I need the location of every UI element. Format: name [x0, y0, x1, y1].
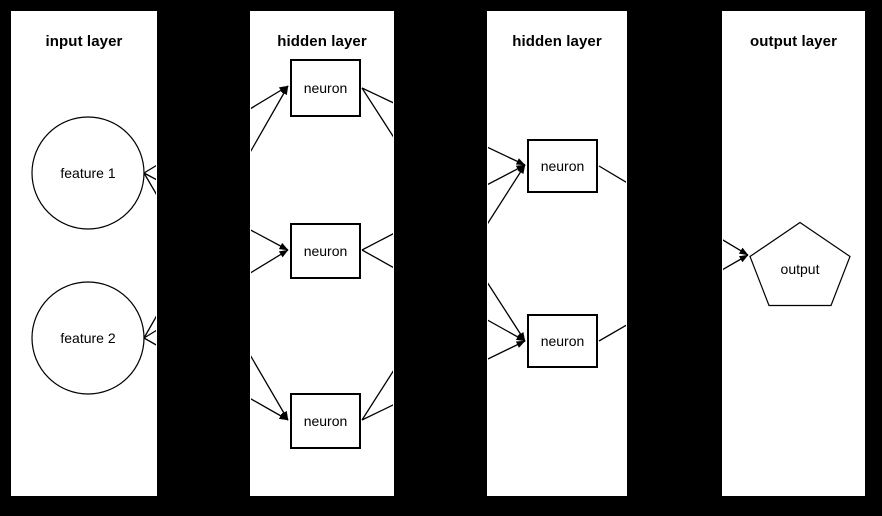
layer-title-output: output layer	[749, 33, 838, 50]
layer-title-hidden-1: hidden layer	[277, 33, 367, 50]
node-label-hidden1-neuron-1: neuron	[303, 80, 348, 96]
layer-panel-hidden-2	[487, 11, 627, 496]
node-label-hidden1-neuron-3: neuron	[303, 413, 348, 429]
node-label-output-node: output	[780, 261, 820, 277]
node-label-hidden2-neuron-1: neuron	[540, 158, 585, 174]
node-label-feature-2: feature 2	[60, 330, 116, 346]
layer-title-input: input layer	[45, 33, 123, 50]
layer-title-hidden-2: hidden layer	[512, 33, 602, 50]
node-label-hidden2-neuron-2: neuron	[540, 333, 585, 349]
layer-panel-input	[11, 11, 157, 496]
node-label-hidden1-neuron-2: neuron	[303, 243, 348, 259]
layer-panel-output	[722, 11, 865, 496]
node-label-feature-1: feature 1	[60, 165, 116, 181]
